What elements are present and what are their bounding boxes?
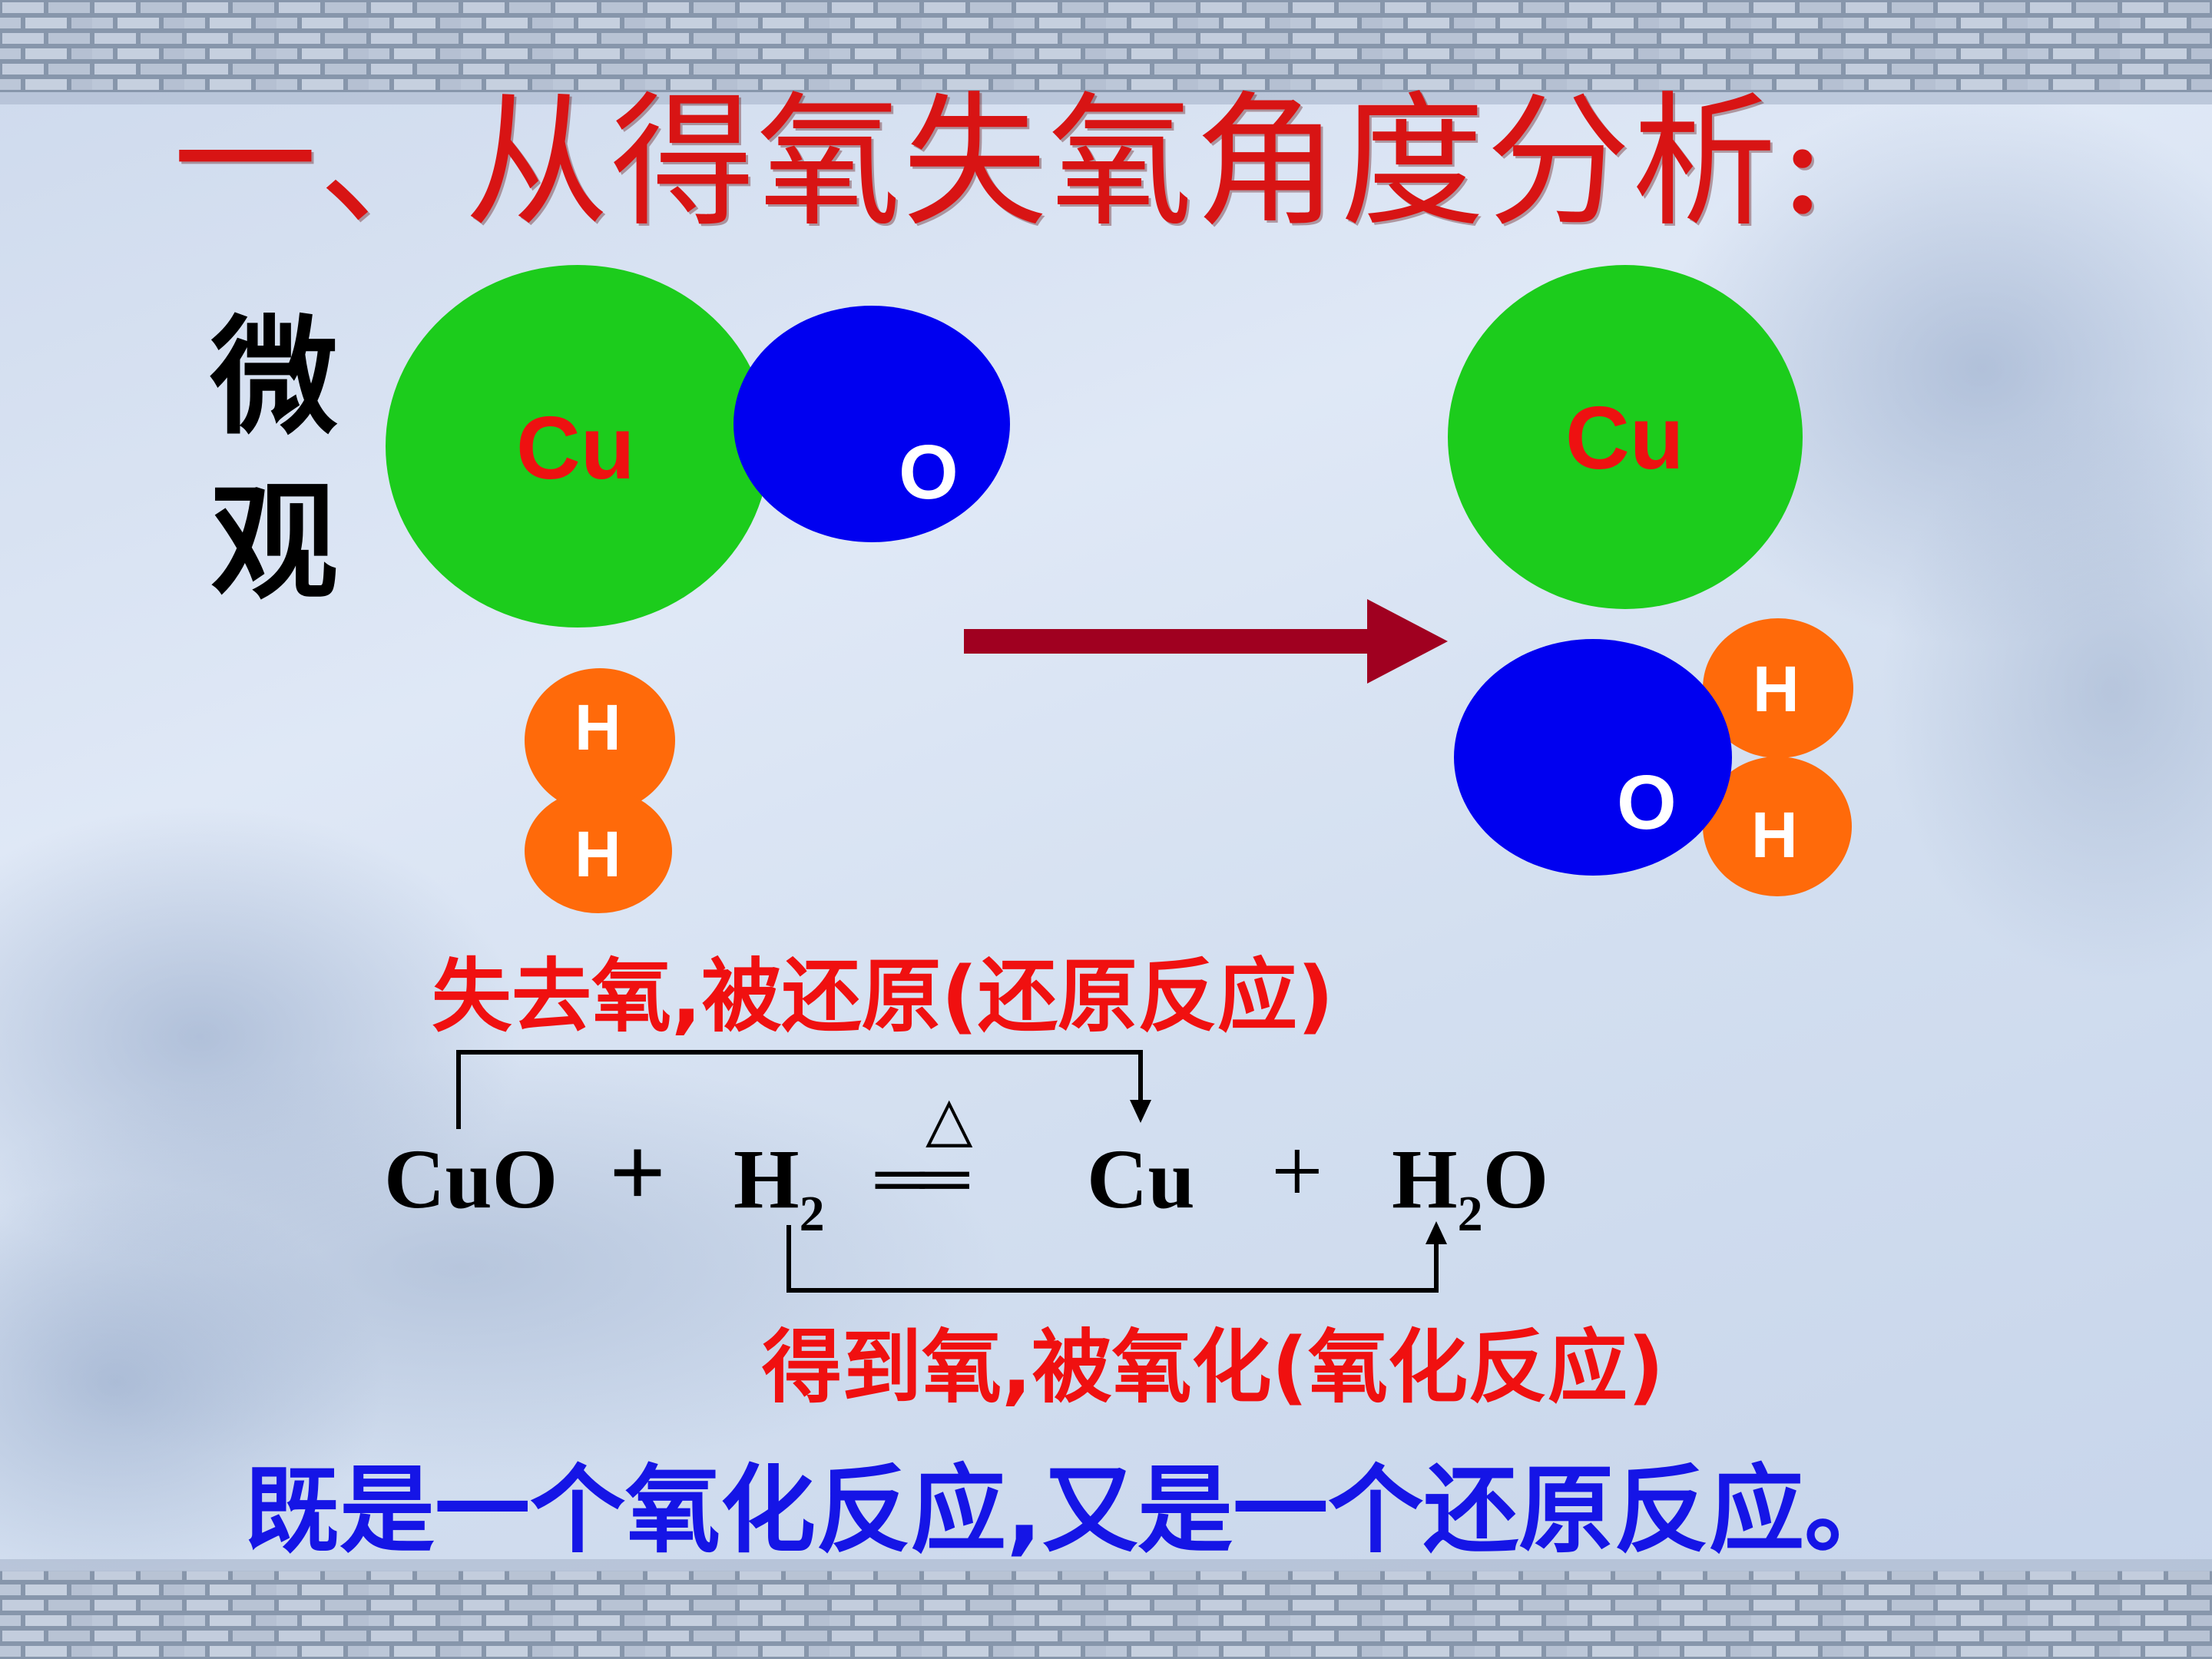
microscopic-label-char-2: 观 <box>210 469 338 618</box>
reactant-oxygen-label: O <box>899 429 959 515</box>
equation-cu: Cu <box>1087 1132 1195 1226</box>
equation-h2-symbol: H <box>733 1132 800 1226</box>
reactant-hydrogen-label-top: H <box>575 691 621 763</box>
product-hydrogen-label-bottom: H <box>1751 799 1798 871</box>
reactant-oxygen-atom <box>733 306 1010 542</box>
product-oxygen-label: O <box>1617 760 1677 846</box>
reduction-bracket-arrowhead <box>1130 1100 1151 1123</box>
oxidation-note: 得到氧,被氧化(氧化反应) <box>762 1320 1664 1414</box>
equation-h2o-o: O <box>1482 1132 1549 1226</box>
slide-title: 一、从得氧失氧角度分析: <box>173 78 1829 247</box>
equation-h2o-h: H <box>1392 1132 1458 1226</box>
equation-h2o: H2O <box>1392 1137 1548 1240</box>
reactant-copper-atom <box>386 265 770 628</box>
reduction-note: 失去氧,被还原(还原反应) <box>432 949 1334 1043</box>
reduction-bracket <box>456 1050 1143 1129</box>
reactant-hydrogen-label-bottom: H <box>575 818 621 890</box>
product-hydrogen-label-top: H <box>1753 653 1800 725</box>
equation-h2: H2 <box>733 1137 825 1240</box>
oxidation-bracket-arrowhead <box>1426 1221 1447 1244</box>
microscopic-label-char-1: 微 <box>210 304 338 452</box>
equation-h2-subscript: 2 <box>799 1186 825 1242</box>
equation-h2o-subscript: 2 <box>1457 1186 1483 1242</box>
product-oxygen-atom <box>1454 639 1732 876</box>
product-copper-label: Cu <box>1565 388 1684 488</box>
equation-plus-1: + <box>609 1118 667 1228</box>
reaction-arrow <box>964 599 1448 684</box>
reactant-copper-label: Cu <box>516 398 635 498</box>
oxidation-bracket <box>786 1225 1439 1293</box>
reactant-hydrogen-atom-top <box>525 668 675 813</box>
equation-plus-2: + <box>1271 1120 1323 1222</box>
equation-cuo: CuO <box>384 1132 558 1226</box>
equation-yields-sign: ══ <box>876 1141 969 1217</box>
conclusion-text: 既是一个氧化反应,又是一个还原反应。 <box>244 1455 1900 1566</box>
reactant-hydrogen-atom-bottom <box>525 789 672 913</box>
product-copper-atom <box>1448 265 1803 609</box>
equation-heat-symbol: △ <box>926 1086 973 1154</box>
microscopic-label: 微 观 <box>201 296 347 626</box>
